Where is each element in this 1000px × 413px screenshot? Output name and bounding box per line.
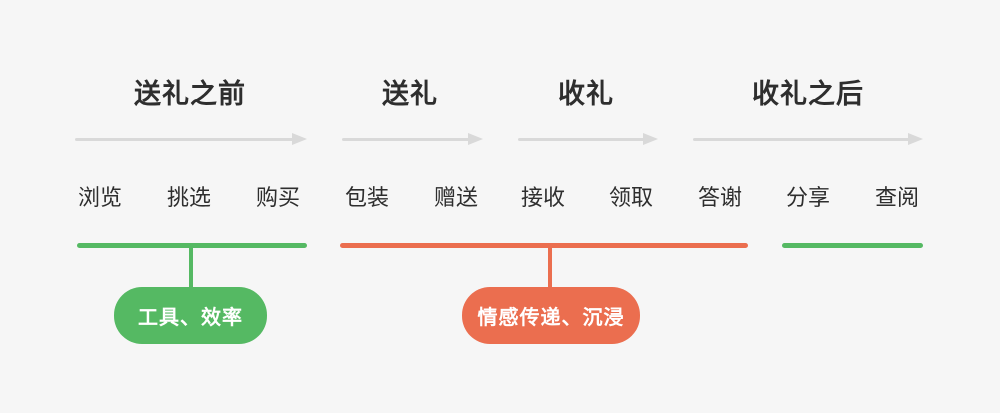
phase-header-gifting: 送礼: [382, 79, 438, 109]
step-claim: 领取: [608, 185, 654, 210]
arrow-shaft: [75, 138, 297, 141]
arrow-head: [292, 133, 307, 145]
arrow-shaft: [693, 138, 913, 141]
step-browse: 浏览: [77, 185, 123, 210]
arrow-right-icon: [342, 133, 483, 146]
phase-header-before-gifting: 送礼之前: [134, 79, 246, 109]
connector-stem-tools: [189, 246, 193, 288]
underline-bar-emotion-group: [340, 243, 748, 248]
phase-header-after-receiving: 收礼之后: [752, 79, 864, 109]
arrow-head: [643, 133, 658, 145]
arrow-right-icon: [693, 133, 923, 146]
step-review: 查阅: [874, 185, 920, 210]
underline-bar-share-group: [782, 243, 923, 248]
annotation-pill-emotion-immersion: 情感传递、沉浸: [462, 287, 640, 344]
annotation-pill-tools-efficiency: 工具、效率: [114, 287, 267, 344]
arrow-head: [468, 133, 483, 145]
arrow-right-icon: [518, 133, 658, 146]
step-select: 挑选: [166, 185, 212, 210]
arrow-right-icon: [75, 133, 307, 146]
step-purchase: 购买: [255, 185, 301, 210]
connector-stem-emotion: [548, 246, 552, 288]
underline-bar-tools-group: [77, 243, 307, 248]
step-package: 包装: [344, 185, 390, 210]
step-give: 赠送: [433, 185, 479, 210]
step-receive: 接收: [520, 185, 566, 210]
arrow-shaft: [518, 138, 648, 141]
arrow-head: [908, 133, 923, 145]
arrow-shaft: [342, 138, 473, 141]
step-thank: 答谢: [697, 185, 743, 210]
step-share: 分享: [785, 185, 831, 210]
phase-header-receiving: 收礼: [558, 79, 614, 109]
